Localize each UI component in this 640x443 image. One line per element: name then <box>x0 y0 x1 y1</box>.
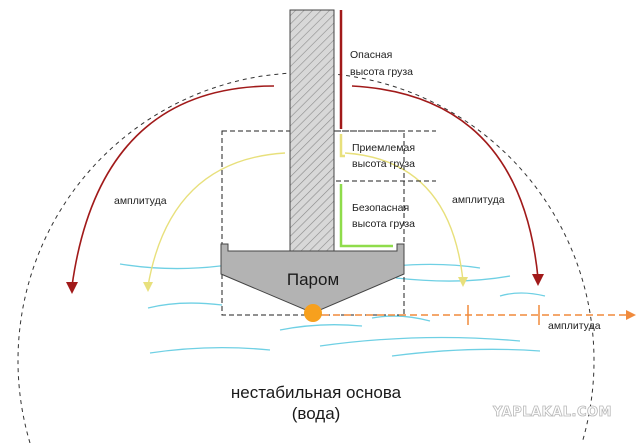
ferry-hull <box>220 243 405 314</box>
amplitude-label-right: амплитуда <box>452 194 505 206</box>
acceptable-arc-right <box>344 152 464 282</box>
horizontal-amplitude-arrow <box>322 305 636 325</box>
wave-10 <box>499 292 546 297</box>
base-label-line1: нестабильная основа <box>231 383 402 402</box>
cargo-column <box>289 9 335 252</box>
base-label-line2: (вода) <box>292 404 341 423</box>
acceptable-height-bar <box>339 134 345 158</box>
wave-5 <box>371 315 431 322</box>
acceptable-amplitude-arcs <box>143 152 468 292</box>
wave-9 <box>391 348 541 357</box>
outer-amplitude-circle <box>17 72 595 443</box>
amplitude-label-horizontal: амплитуда <box>548 320 601 332</box>
acceptable-arc-left <box>147 152 286 287</box>
acceptable-label-line1: Приемлемая <box>352 142 415 154</box>
danger-arc-right <box>351 85 539 279</box>
acceptable-label-line2: высота груза <box>352 158 415 170</box>
wave-2 <box>394 263 481 269</box>
danger-arrowhead-left <box>66 282 78 294</box>
ferry-label: Паром <box>287 270 339 289</box>
danger-arc-left <box>71 85 275 287</box>
wave-6 <box>279 324 363 331</box>
wave-3 <box>395 275 511 282</box>
wave-4 <box>147 302 223 309</box>
pivot-point <box>304 304 322 322</box>
safe-height-bar <box>339 184 393 248</box>
amplitude-label-left: амплитуда <box>114 195 167 207</box>
danger-arrowhead-right <box>532 274 544 286</box>
danger-label-line1: Опасная <box>350 49 392 61</box>
danger-amplitude-arcs <box>66 85 544 294</box>
wave-7 <box>319 336 521 347</box>
horizontal-amplitude-arrowhead <box>626 310 636 320</box>
acceptable-arrowhead-right <box>458 277 468 287</box>
watermark: YAPLAKAL.COM <box>492 405 612 420</box>
wave-8 <box>149 346 271 354</box>
acceptable-arrowhead-left <box>143 282 153 292</box>
safe-label-line1: Безопасная <box>352 202 409 214</box>
danger-label-line2: высота груза <box>350 66 413 78</box>
safe-label-line2: высота груза <box>352 218 415 230</box>
